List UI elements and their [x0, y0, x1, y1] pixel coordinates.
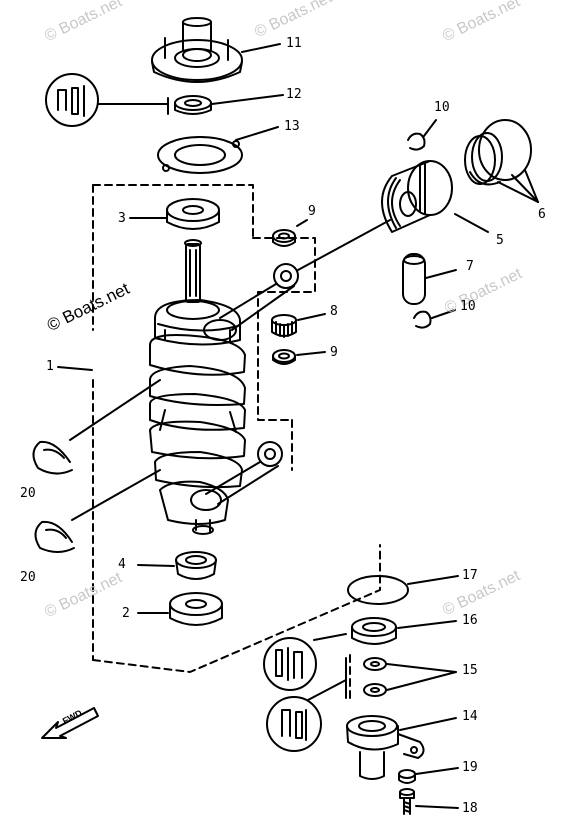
part-2-ball-bearing-lower [137, 592, 223, 626]
callout-16: 16 [462, 613, 478, 628]
callout-7: 7 [466, 259, 474, 274]
part-10-circlip-upper [407, 119, 437, 151]
callout-9-upper: 9 [308, 204, 316, 219]
leader-part-1 [57, 366, 93, 371]
part-17-o-ring [347, 575, 459, 605]
callout-3: 3 [118, 211, 126, 226]
seal-detail-inset-top [45, 73, 99, 127]
part-20-retaining-ring-upper [32, 379, 161, 475]
callout-14: 14 [462, 709, 478, 724]
fwd-arrow [41, 707, 99, 739]
callout-2: 2 [122, 606, 130, 621]
callout-10-lower: 10 [460, 299, 476, 314]
part-12-oil-seal [97, 94, 284, 115]
part-15-seal-lower [363, 671, 457, 697]
part-9-thrust-washer-lower [272, 349, 326, 365]
part-7-piston-pin [402, 253, 457, 305]
part-19-nut [398, 767, 459, 784]
callout-20-upper: 20 [20, 486, 36, 501]
part-16-oil-seal [313, 617, 457, 645]
part-10-circlip-lower [413, 309, 456, 329]
part-11-upper-housing [151, 17, 281, 83]
part-18-bolt [399, 788, 459, 815]
callout-1: 1 [46, 359, 54, 374]
callout-18: 18 [462, 801, 478, 816]
seal-detail-inset-middle [263, 637, 317, 691]
dashed-assembly-outline [92, 184, 381, 701]
part-6-piston-rings [464, 119, 539, 203]
callout-15: 15 [462, 663, 478, 678]
part-8-needle-bearing [271, 313, 326, 338]
callout-13: 13 [284, 119, 300, 134]
callout-5: 5 [496, 233, 504, 248]
part-13-gasket [157, 126, 279, 174]
seal-detail-inset-bottom [266, 696, 322, 752]
callout-20-lower: 20 [20, 570, 36, 585]
callout-17: 17 [462, 568, 478, 583]
crankshaft [149, 239, 246, 535]
part-9-thrust-washer-upper [272, 219, 308, 247]
callout-19: 19 [462, 760, 478, 775]
part-5-piston [381, 160, 489, 233]
part-4-seal [137, 551, 217, 580]
callout-4: 4 [118, 557, 126, 572]
callout-10-upper: 10 [434, 100, 450, 115]
callout-6: 6 [538, 207, 546, 222]
part-14-lower-housing [346, 715, 457, 780]
callout-12: 12 [286, 87, 302, 102]
callout-11: 11 [286, 36, 302, 51]
callout-8: 8 [330, 304, 338, 319]
callout-9-lower: 9 [330, 345, 338, 360]
part-15-seal-upper [363, 657, 457, 673]
lower-connecting-rod [190, 441, 283, 511]
part-3-ball-bearing [129, 198, 220, 230]
part-20-retaining-ring-lower [34, 469, 161, 553]
upper-connecting-rod [203, 219, 391, 341]
